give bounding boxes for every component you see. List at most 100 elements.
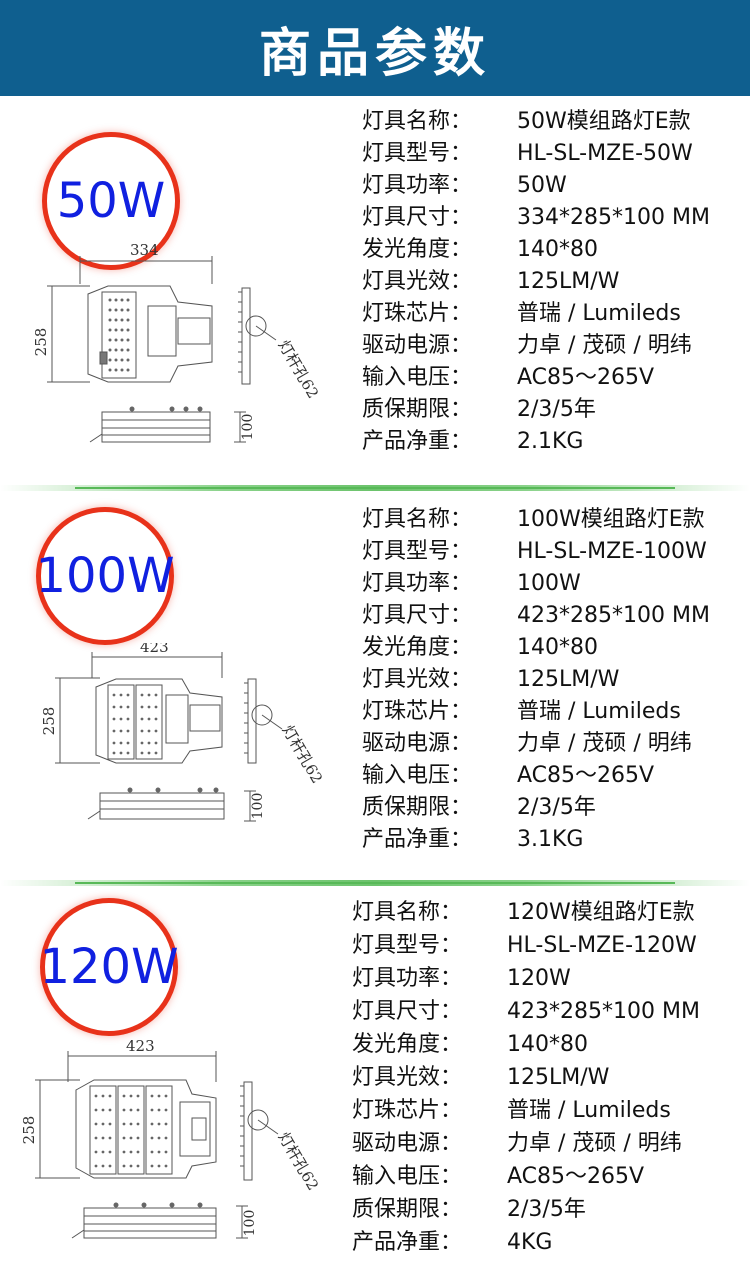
spec-label: 质保期限： [362, 795, 473, 820]
spec-label: 产品净重： [362, 827, 473, 852]
spec-row: 灯珠芯片： 普瑞 / Lumileds [362, 696, 710, 728]
spec-label: 驱动电源： [362, 731, 473, 756]
spec-row: 灯具型号： HL-SL-MZE-50W [362, 138, 710, 170]
spec-label: 灯具名称： [362, 109, 473, 134]
power-badge-label: 50W [56, 173, 166, 229]
page-header: 商品参数 [0, 0, 750, 96]
power-badge: 120W [39, 898, 179, 1036]
power-badge-label: 120W [39, 939, 179, 995]
spec-row: 灯具光效：125LM/W [352, 1061, 700, 1094]
spec-row: 灯珠芯片：普瑞 / Lumileds [362, 298, 710, 330]
spec-value: 普瑞 / Lumileds [507, 1098, 671, 1123]
pole-hole-label: 灯杆孔62 [275, 337, 323, 402]
spec-list: 灯具名称： 120W模组路灯E款 灯具型号：HL-SL-MZE-120W 灯具功率… [352, 896, 700, 1259]
spec-row: 灯具光效：125LM/W [362, 266, 710, 298]
lamp-drawing: 334 258 灯杆孔62 100 [32, 244, 323, 443]
spec-value: AC85～265V [507, 1164, 645, 1189]
pole-hole-label: 灯杆孔62 [275, 1129, 323, 1194]
spec-row: 灯具功率：100W [362, 568, 710, 600]
spec-value: 普瑞 / Lumileds [517, 699, 681, 724]
spec-row: 质保期限：2/3/5年 [352, 1193, 700, 1226]
spec-value: 力卓 / 茂硕 / 明纬 [517, 333, 692, 358]
spec-label: 灯具尺寸： [362, 205, 473, 230]
spec-value: 140*80 [507, 1032, 588, 1057]
spec-row: 灯具名称： 100W模组路灯E款 [362, 504, 710, 536]
width-dimension-label: 334 [130, 244, 159, 259]
power-badge: 50W [42, 132, 180, 270]
power-badge: 100W [35, 507, 175, 645]
spec-row: 发光角度：140*80 [352, 1028, 700, 1061]
spec-value: HL-SL-MZE-50W [517, 141, 693, 166]
product-section-120w: 120W 423 258 灯杆孔62 [0, 886, 750, 1279]
height-dimension-label: 258 [20, 1116, 38, 1145]
spec-row: 驱动电源： 力卓 / 茂硕 / 明纬 [362, 728, 710, 760]
spec-label: 灯具型号： [352, 933, 463, 958]
spec-row: 质保期限： 2/3/5年 [362, 394, 710, 426]
spec-label: 灯具名称： [362, 507, 473, 532]
spec-label: 输入电压： [362, 763, 473, 788]
spec-label: 输入电压： [352, 1164, 463, 1189]
spec-value: 100W [517, 571, 581, 596]
spec-list: 灯具名称：50W模组路灯E款 灯具型号： HL-SL-MZE-50W 灯具功率：5… [362, 106, 710, 458]
spec-label: 灯具光效： [362, 667, 473, 692]
lamp-drawing: 423 258 灯杆孔62 100 [20, 1038, 323, 1239]
spec-row: 输入电压： AC85～265V [362, 362, 710, 394]
product-section-100w: 100W 423 258 灯杆孔62 [0, 491, 750, 886]
spec-row: 灯具尺寸： 423*285*100 MM [352, 995, 700, 1028]
spec-row: 灯具名称：50W模组路灯E款 [362, 106, 710, 138]
depth-dimension-label: 100 [242, 1210, 258, 1237]
spec-label: 质保期限： [362, 397, 473, 422]
spec-label: 灯具型号： [362, 141, 473, 166]
spec-label: 灯具名称： [352, 900, 463, 925]
spec-value: 423*285*100 MM [507, 999, 700, 1024]
spec-value: 4KG [507, 1230, 553, 1255]
width-dimension-label: 423 [126, 1038, 155, 1055]
spec-row: 灯具功率：50W [362, 170, 710, 202]
spec-label: 产品净重： [352, 1230, 463, 1255]
height-dimension-label: 258 [40, 707, 58, 736]
spec-value: 力卓 / 茂硕 / 明纬 [507, 1131, 682, 1156]
spec-value: 125LM/W [517, 269, 620, 294]
spec-value: 50W [517, 173, 567, 198]
spec-row: 灯具尺寸： 334*285*100 MM [362, 202, 710, 234]
spec-value: 2/3/5年 [517, 397, 596, 422]
spec-value: AC85～265V [517, 365, 655, 390]
spec-row: 产品净重： 4KG [352, 1226, 700, 1259]
height-dimension-label: 258 [32, 328, 50, 357]
spec-label: 驱动电源： [352, 1131, 463, 1156]
width-dimension-label: 423 [140, 643, 169, 656]
lamp-drawing: 423 258 灯杆孔62 100 [40, 643, 327, 822]
spec-value: 120W模组路灯E款 [507, 900, 695, 925]
spec-value: 423*285*100 MM [517, 603, 710, 628]
spec-value: 140*80 [517, 237, 598, 262]
spec-row: 发光角度：140*80 [362, 632, 710, 664]
page-title: 商品参数 [258, 23, 491, 84]
spec-value: 力卓 / 茂硕 / 明纬 [517, 731, 692, 756]
spec-row: 灯具功率：120W [352, 962, 700, 995]
spec-label: 灯珠芯片： [362, 301, 473, 326]
spec-value: 140*80 [517, 635, 598, 660]
spec-value: 334*285*100 MM [517, 205, 710, 230]
spec-label: 产品净重： [362, 429, 473, 454]
spec-value: 125LM/W [517, 667, 620, 692]
spec-row: 输入电压： AC85～265V [352, 1160, 700, 1193]
spec-row: 发光角度： 140*80 [362, 234, 710, 266]
spec-label: 灯具功率： [352, 966, 463, 991]
spec-label: 灯具型号： [362, 539, 473, 564]
spec-value: 125LM/W [507, 1065, 610, 1090]
power-badge-label: 100W [35, 548, 175, 604]
spec-label: 发光角度： [362, 237, 473, 262]
spec-value: AC85～265V [517, 763, 655, 788]
spec-label: 灯珠芯片： [362, 699, 473, 724]
product-section-50w: 50W 334 258 [0, 96, 750, 491]
spec-value: 2/3/5年 [507, 1197, 586, 1222]
spec-row: 产品净重：2.1KG [362, 426, 710, 458]
spec-value: 2/3/5年 [517, 795, 596, 820]
spec-label: 输入电压： [362, 365, 473, 390]
spec-row: 产品净重：3.1KG [362, 824, 710, 856]
spec-value: 100W模组路灯E款 [517, 507, 705, 532]
spec-label: 灯具尺寸： [352, 999, 463, 1024]
pole-hole-label: 灯杆孔62 [279, 722, 327, 787]
spec-label: 灯珠芯片： [352, 1098, 463, 1123]
spec-row: 灯具型号：HL-SL-MZE-120W [352, 929, 700, 962]
